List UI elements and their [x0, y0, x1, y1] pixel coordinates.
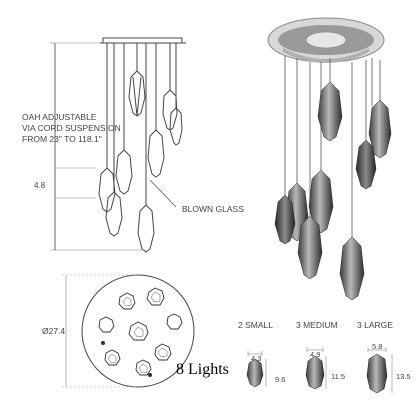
size-large-width: 5.8	[372, 342, 382, 351]
size-large-drawing	[366, 347, 393, 394]
diameter-label: Ø27.4	[42, 326, 65, 336]
size-medium-width: 4.9	[310, 350, 320, 359]
plan-view	[62, 274, 195, 388]
size-medium-label: 3 MEDIUM	[296, 320, 338, 330]
size-medium-height: 11.5	[331, 372, 345, 381]
lights-count-label: 8 Lights	[176, 361, 229, 378]
size-small-height: 9.6	[275, 375, 285, 384]
oah-label-line3: FROM 23" TO 118.1"	[22, 134, 102, 144]
size-options: 2 SMALL 3 MEDIUM 3 LARGE 4.3 9.6 4.9 11.…	[238, 320, 411, 394]
blown-glass-label: BLOWN GLASS	[182, 204, 244, 214]
size-small-label: 2 SMALL	[238, 320, 273, 330]
canopy	[102, 37, 183, 44]
perspective-view	[267, 17, 392, 301]
front-view	[50, 37, 186, 253]
size-medium-drawing	[305, 347, 327, 390]
pendant-photos	[274, 81, 392, 301]
canopy-outline	[81, 274, 195, 388]
gap-dimension-label: 4.8	[34, 181, 46, 190]
oah-label-line1: OAH ADJUSTABLE	[22, 112, 97, 122]
size-small-drawing	[246, 351, 267, 388]
size-large-height: 13.5	[396, 372, 411, 381]
oah-label-line2: VIA CORD SUSPENSION	[22, 123, 121, 133]
pendant-outlines	[98, 70, 183, 253]
size-large-label: 3 LARGE	[357, 320, 393, 330]
size-small-width: 4.3	[251, 354, 261, 363]
pendant-footprints	[98, 287, 183, 376]
